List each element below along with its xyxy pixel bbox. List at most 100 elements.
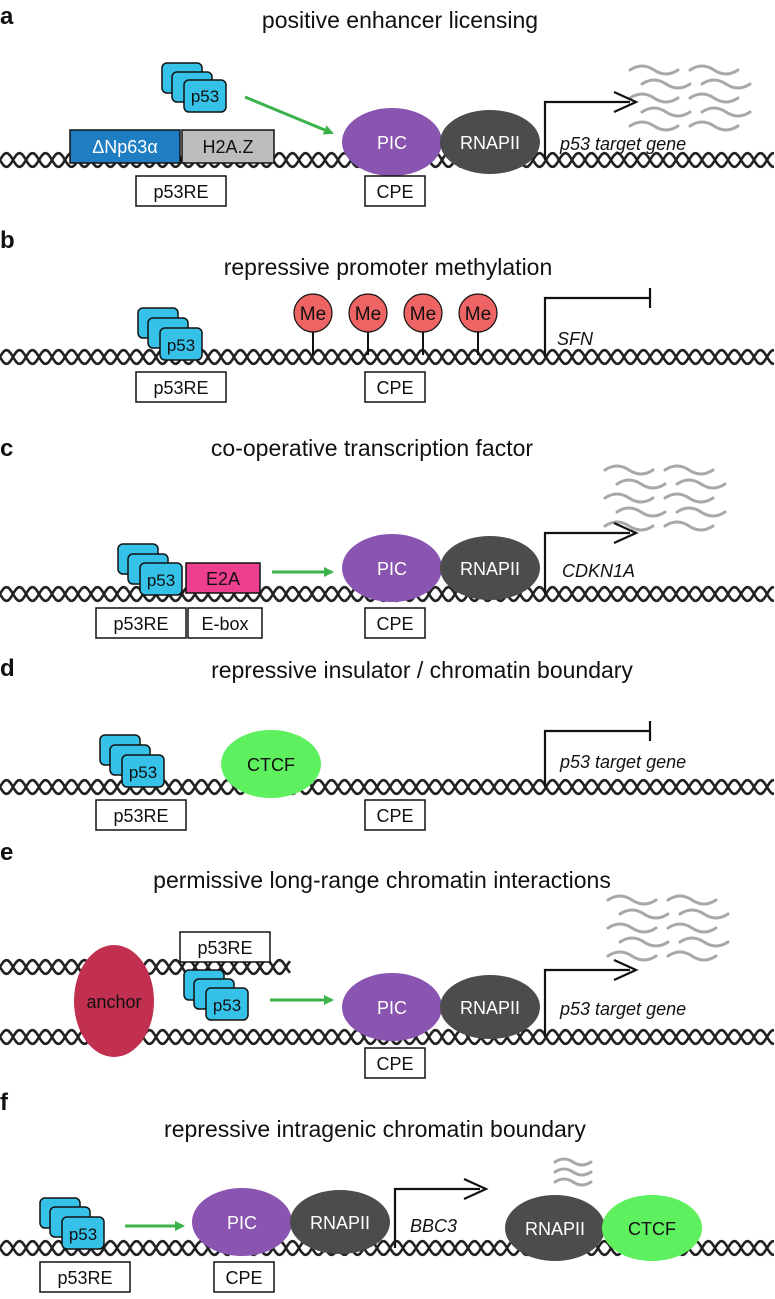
panel-a: a positive enhancer licensing p53 ΔNp63α… bbox=[0, 3, 775, 207]
pic-label-c: PIC bbox=[377, 559, 407, 579]
rnapii-ellipse-a bbox=[440, 110, 540, 174]
dna-helix-d bbox=[0, 778, 775, 796]
rnapii-label-f: RNAPII bbox=[310, 1213, 370, 1233]
transcripts-f bbox=[553, 1157, 593, 1187]
cpe-box-a bbox=[364, 175, 426, 207]
gene-label-a: p53 target gene bbox=[559, 134, 686, 154]
cpe-label-a: CPE bbox=[376, 182, 413, 202]
ctcf-ellipse-d bbox=[221, 730, 321, 798]
tss-arrow-f bbox=[393, 1187, 480, 1248]
p53-label-b: p53 bbox=[167, 336, 195, 355]
cpe-label-d: CPE bbox=[376, 806, 413, 826]
gene-label-b: SFN bbox=[557, 329, 594, 349]
p53-tetramer-d: p53 bbox=[99, 734, 165, 788]
p53re-label-a: p53RE bbox=[153, 182, 208, 202]
tss-arrow-e bbox=[543, 968, 630, 1037]
ctcf-label-f: CTCF bbox=[628, 1219, 676, 1239]
panel-title-b: repressive promoter methylation bbox=[224, 254, 553, 280]
pic-ellipse-e bbox=[342, 973, 442, 1041]
p53-tetramer-b: p53 bbox=[137, 307, 203, 361]
cpe-label-b: CPE bbox=[376, 378, 413, 398]
np63-box bbox=[69, 129, 181, 164]
activation-arrow-a bbox=[244, 95, 334, 135]
methyl-label-1: Me bbox=[300, 304, 326, 325]
anchor-label: anchor bbox=[86, 992, 141, 1012]
tss-arrow-a bbox=[543, 100, 630, 160]
methyl-group-1: Me bbox=[293, 293, 333, 355]
transcripts-a bbox=[628, 64, 752, 132]
p53-label-a: p53 bbox=[191, 87, 219, 106]
panel-e: e permissive long-range chromatin intera… bbox=[0, 839, 775, 1079]
p53-tetramer-c: p53 bbox=[117, 543, 183, 596]
ebox-label: E-box bbox=[201, 614, 248, 634]
p53-label-f: p53 bbox=[69, 1225, 97, 1244]
panel-f: f repressive intragenic chromatin bounda… bbox=[0, 1089, 775, 1293]
rnapii-ellipse-e bbox=[440, 975, 540, 1039]
h2az-box bbox=[181, 129, 275, 164]
pic-ellipse-a bbox=[342, 108, 442, 176]
panel-title-e: permissive long-range chromatin interact… bbox=[153, 867, 611, 893]
np63-label: ΔNp63α bbox=[92, 137, 157, 157]
cpe-box-f bbox=[213, 1261, 275, 1293]
rnapii-label-c: RNAPII bbox=[460, 559, 520, 579]
rnapii-ellipse-f bbox=[290, 1190, 390, 1254]
rnapii-label-a: RNAPII bbox=[460, 133, 520, 153]
panel-title-d: repressive insulator / chromatin boundar… bbox=[211, 657, 633, 683]
e2a-label: E2A bbox=[206, 569, 240, 589]
rnapii-label-f2: RNAPII bbox=[525, 1219, 585, 1239]
transcripts-c bbox=[603, 464, 727, 532]
ctcf-label-d: CTCF bbox=[247, 755, 295, 775]
gene-label-e: p53 target gene bbox=[559, 999, 686, 1019]
p53-label-d: p53 bbox=[129, 763, 157, 782]
blocked-tss-b bbox=[543, 296, 650, 357]
p53re-box-e bbox=[179, 931, 271, 963]
pic-label-a: PIC bbox=[377, 133, 407, 153]
methyl-label-2: Me bbox=[355, 304, 381, 325]
p53re-box-c bbox=[95, 607, 187, 639]
p53re-box-f bbox=[39, 1261, 131, 1293]
pic-ellipse-f bbox=[192, 1188, 292, 1256]
pic-label-f: PIC bbox=[227, 1213, 257, 1233]
cpe-box-d bbox=[364, 799, 426, 831]
cpe-label-c: CPE bbox=[376, 614, 413, 634]
p53re-label-b: p53RE bbox=[153, 378, 208, 398]
panel-title-f: repressive intragenic chromatin boundary bbox=[164, 1116, 586, 1142]
methyl-group-2: Me bbox=[348, 293, 388, 355]
p53-tetramer-f: p53 bbox=[39, 1197, 105, 1250]
ctcf-ellipse-f bbox=[602, 1195, 702, 1261]
panel-letter-e: e bbox=[0, 839, 13, 866]
panel-title-c: co-operative transcription factor bbox=[211, 435, 533, 461]
cpe-box-b bbox=[364, 371, 426, 403]
pic-label-e: PIC bbox=[377, 998, 407, 1018]
dna-helix-b bbox=[0, 348, 775, 366]
p53-tetramer-e: p53 bbox=[183, 969, 249, 1021]
gene-label-d: p53 target gene bbox=[559, 752, 686, 772]
ebox-box bbox=[187, 607, 263, 639]
e2a-box bbox=[185, 562, 261, 594]
panel-c: c co-operative transcription factor p53 … bbox=[0, 435, 775, 639]
h2az-label: H2A.Z bbox=[202, 137, 253, 157]
panel-letter-a: a bbox=[0, 3, 14, 30]
methyl-label-4: Me bbox=[465, 304, 491, 325]
p53re-label-c: p53RE bbox=[113, 614, 168, 634]
rnapii-ellipse-c bbox=[440, 536, 540, 600]
cpe-box-c bbox=[364, 607, 426, 639]
gene-label-c: CDKN1A bbox=[562, 561, 635, 581]
panel-title-a: positive enhancer licensing bbox=[262, 7, 538, 33]
panel-letter-d: d bbox=[0, 655, 15, 682]
rnapii-ellipse-f2 bbox=[505, 1195, 605, 1261]
p53-label-e: p53 bbox=[213, 996, 241, 1015]
panel-d: d repressive insulator / chromatin bound… bbox=[0, 655, 775, 831]
panel-b: b repressive promoter methylation p53 p5… bbox=[0, 227, 775, 403]
p53re-box-b bbox=[135, 371, 227, 403]
p53re-box-d bbox=[95, 799, 187, 831]
methyl-group-3: Me bbox=[403, 293, 443, 355]
rnapii-label-e: RNAPII bbox=[460, 998, 520, 1018]
panel-letter-b: b bbox=[0, 227, 15, 254]
pic-ellipse-c bbox=[342, 534, 442, 602]
p53re-label-f: p53RE bbox=[57, 1268, 112, 1288]
p53-label-c: p53 bbox=[147, 571, 175, 590]
blocked-tss-d bbox=[543, 729, 650, 787]
methyl-label-3: Me bbox=[410, 304, 436, 325]
